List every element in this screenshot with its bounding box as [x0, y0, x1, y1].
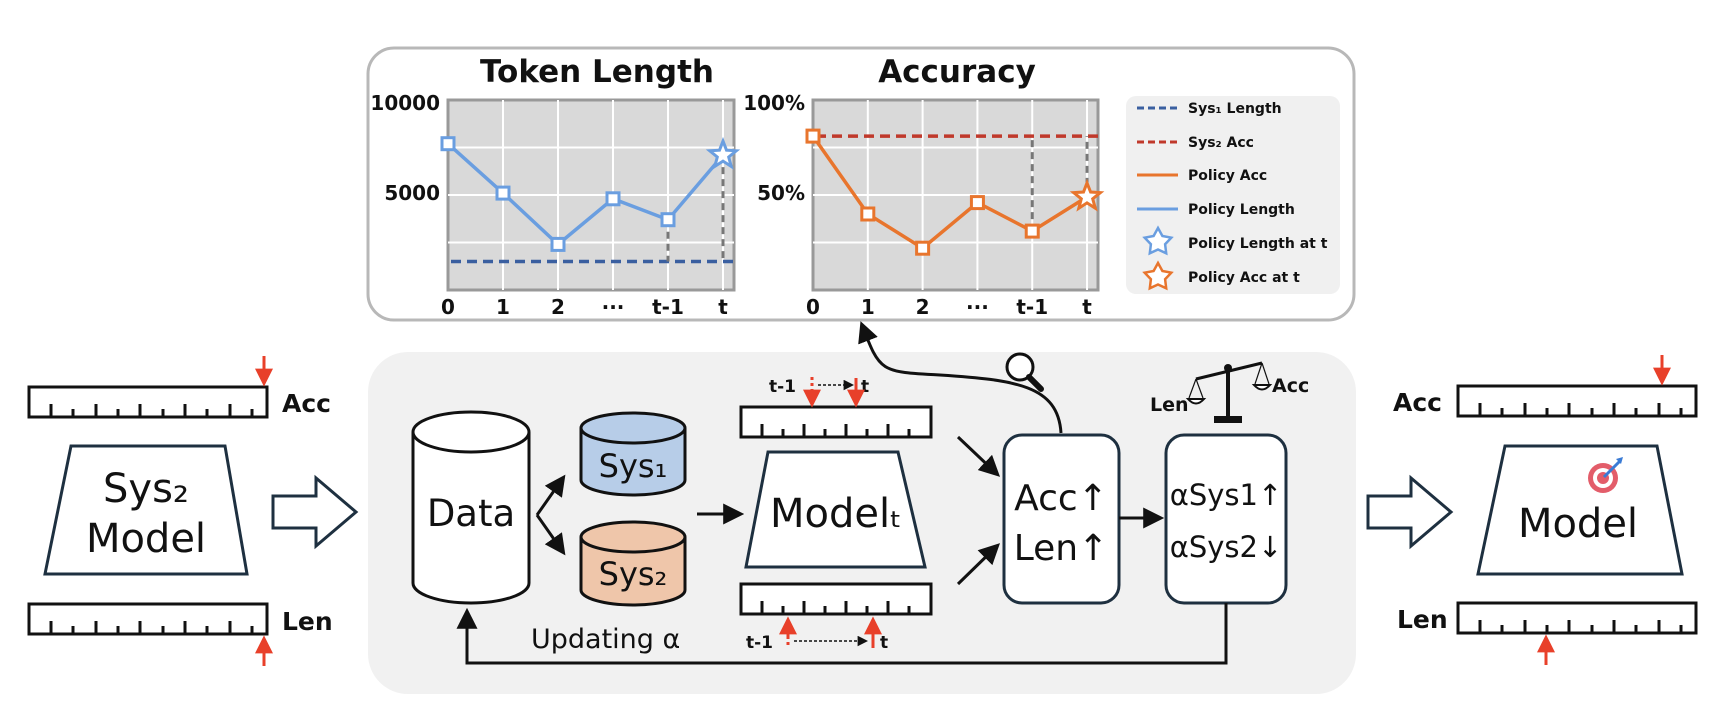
- token-x-tick-1: 1: [496, 295, 510, 319]
- target-icon: [1588, 457, 1623, 493]
- legend-label-policy-acc-at-t: Policy Acc at t: [1188, 270, 1300, 286]
- token-point-3: [605, 191, 621, 207]
- acc-point-3: [969, 195, 985, 211]
- acc-point-2: [915, 240, 931, 256]
- balance-scale-icon: [1185, 361, 1273, 423]
- updating-alpha-label: Updating α: [531, 624, 680, 655]
- data-label: Data: [427, 492, 515, 535]
- chart-legend: Sys₁ Length Sys₂ Acc Policy Acc Policy L…: [1126, 96, 1340, 294]
- bottom-bar-left-label: t-1: [746, 633, 773, 653]
- top-bar-right-label: t: [861, 377, 869, 397]
- legend-label-policy-length: Policy Length: [1188, 202, 1295, 218]
- model-t-trapezoid: [744, 450, 927, 569]
- legend-label-policy-length-at-t: Policy Length at t: [1188, 236, 1328, 252]
- sys1-cylinder: Sys₁: [579, 411, 687, 497]
- right-len-bar: [1456, 601, 1698, 635]
- legend-box: [1126, 96, 1340, 294]
- to-reward-arrow-down-icon: [956, 543, 1001, 586]
- legend-star-blue-icon: [1142, 225, 1174, 256]
- hollow-arrow-left-icon: [271, 474, 359, 550]
- hollow-arrow-right-icon: [1366, 474, 1454, 550]
- token-length-chart: Token Length 10000 5000 0 1 2 ··· t-1 t: [370, 54, 741, 319]
- branch-arrow-up-icon: [535, 474, 566, 516]
- sys2-model-group: Acc Sys₂ Model Len: [27, 356, 333, 666]
- legend-star-orange-icon: [1142, 260, 1174, 291]
- token-x-tick-0: 0: [441, 295, 455, 319]
- right-acc-label: Acc: [1393, 388, 1442, 417]
- sys2-model-line1: Sys₂: [103, 466, 189, 512]
- token-point-0: [440, 136, 456, 152]
- sys2-model-line2: Model: [86, 516, 206, 562]
- acc-x-tick-4: t-1: [1016, 295, 1048, 319]
- token-x-tick-5: t: [718, 295, 728, 319]
- trained-model-trapezoid: [1476, 444, 1684, 576]
- left-len-bar: [27, 602, 269, 636]
- token-star-point: [705, 136, 741, 170]
- token-point-1: [495, 185, 511, 201]
- legend-label-policy-acc: Policy Acc: [1188, 168, 1267, 184]
- reward-box: [1002, 433, 1121, 605]
- token-x-tick-3: ···: [602, 295, 625, 319]
- model-t-len-bar: [739, 582, 933, 616]
- model-t-label: Modelₜ: [770, 491, 902, 537]
- token-y-tick-max: 10000: [370, 91, 440, 115]
- acc-x-tick-5: t: [1082, 295, 1092, 319]
- acc-point-4: [1024, 223, 1040, 239]
- legend-label-sys1-length: Sys₁ Length: [1188, 101, 1282, 117]
- alpha-box: [1164, 433, 1288, 605]
- acc-point-1: [860, 206, 876, 222]
- acc-x-tick-2: 2: [916, 295, 930, 319]
- acc-y-tick-max: 100%: [743, 91, 805, 115]
- acc-x-tick-0: 0: [806, 295, 820, 319]
- reward-len-label: Len↑: [1014, 528, 1109, 569]
- update-loop-arrow-icon: [456, 603, 1228, 665]
- balance-len-label: Len: [1150, 394, 1189, 416]
- to-reward-arrow-up-icon: [956, 435, 1001, 477]
- acc-point-0: [805, 128, 821, 144]
- token-plot-area: 0 1 2 ··· t-1 t: [440, 98, 741, 319]
- acc-chart-title: Accuracy: [878, 54, 1036, 90]
- branch-arrow-down-icon: [535, 514, 566, 556]
- data-cylinder: Data: [411, 410, 531, 605]
- sys1-label: Sys₁: [599, 447, 668, 485]
- right-len-label: Len: [1397, 605, 1448, 634]
- token-chart-title: Token Length: [480, 54, 714, 90]
- acc-x-tick-1: 1: [861, 295, 875, 319]
- token-policy-line: [446, 142, 725, 247]
- sys2-model-trapezoid: [43, 444, 249, 576]
- curve-to-charts-arrow-icon: [858, 321, 1063, 434]
- acc-y-tick-mid: 50%: [757, 181, 805, 205]
- right-acc-bar: [1456, 384, 1698, 418]
- balance-acc-label: Acc: [1272, 375, 1309, 397]
- model-t-acc-bar: [739, 405, 933, 439]
- token-point-2: [550, 236, 566, 252]
- accuracy-chart: Accuracy 100% 50% 0 1 2 ··· t-1 t: [743, 54, 1105, 319]
- left-acc-label: Acc: [282, 389, 331, 418]
- token-point-4: [660, 212, 676, 228]
- top-bar-left-label: t-1: [769, 377, 796, 397]
- sys2-cylinder: Sys₂: [579, 520, 687, 607]
- acc-plot-area: 0 1 2 ··· t-1 t: [805, 98, 1105, 319]
- token-x-tick-2: 2: [551, 295, 565, 319]
- alpha-sys1-label: αSys1↑: [1170, 478, 1283, 512]
- acc-star-point: [1069, 178, 1105, 212]
- magnifier-icon: [1005, 352, 1044, 392]
- trained-model-group: Acc Model Len: [1393, 355, 1698, 665]
- token-x-tick-4: t-1: [652, 295, 684, 319]
- left-acc-bar: [27, 385, 269, 419]
- sys2-label: Sys₂: [599, 555, 668, 593]
- reward-acc-label: Acc↑: [1014, 478, 1108, 519]
- alpha-sys2-label: αSys2↓: [1170, 530, 1283, 564]
- legend-label-sys2-acc: Sys₂ Acc: [1188, 135, 1254, 151]
- acc-policy-line: [811, 135, 1088, 251]
- token-y-tick-mid: 5000: [384, 181, 440, 205]
- bottom-bar-right-label: t: [880, 633, 888, 653]
- trained-model-label: Model: [1518, 501, 1638, 547]
- acc-x-tick-3: ···: [966, 295, 989, 319]
- left-len-label: Len: [282, 607, 333, 636]
